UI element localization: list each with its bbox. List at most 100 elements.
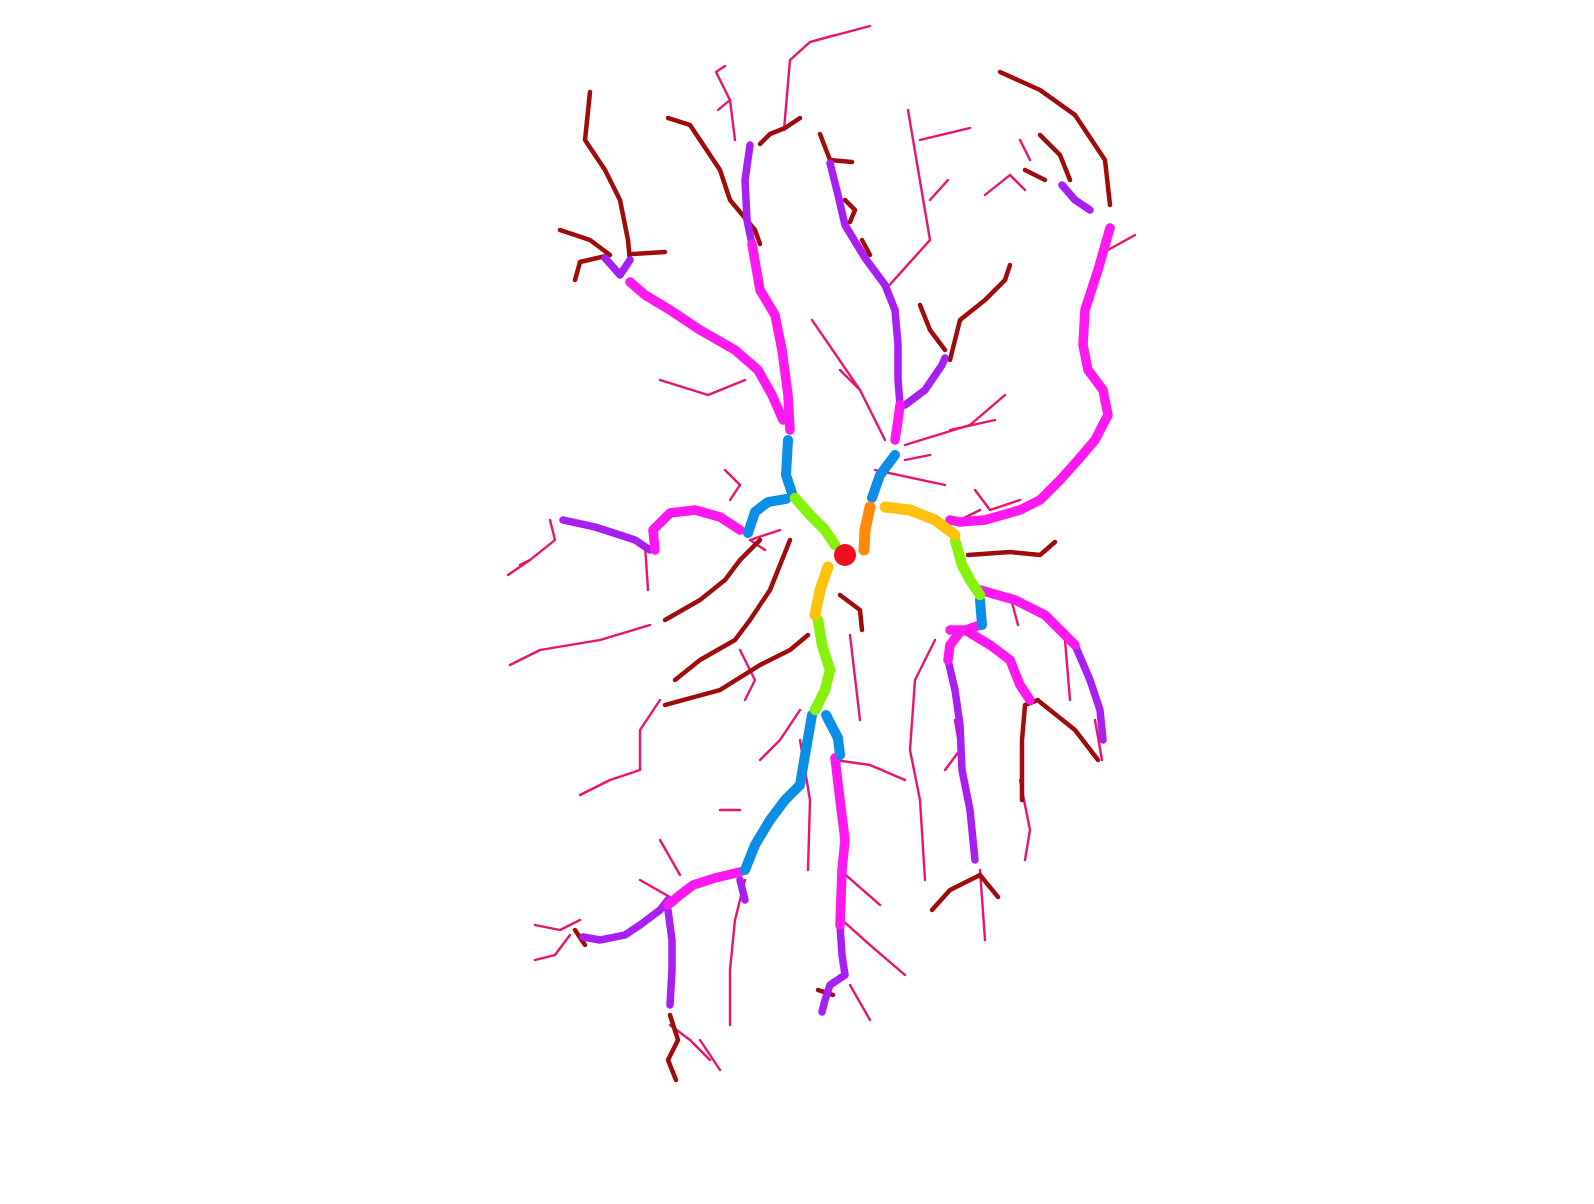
twig [840,918,907,977]
twig [883,108,932,292]
twig [903,453,932,462]
branch [945,223,1115,527]
branch [830,753,850,930]
branch [662,632,811,708]
branch [945,625,1035,705]
twig [506,518,557,577]
branch [997,69,1113,208]
twig [748,528,782,552]
branch [648,505,745,555]
twig [983,173,1027,197]
twig [782,24,872,132]
twig [723,468,742,502]
branch [817,131,855,165]
branch [826,159,899,314]
order-7-branches [809,501,961,621]
branch [809,614,836,716]
twig [658,378,747,397]
branch [662,537,763,623]
branch [1022,167,1048,183]
branch [665,115,763,247]
twig [1106,233,1137,252]
branch [736,876,749,904]
branch [947,262,1013,363]
branch [879,501,961,541]
branch [1037,132,1073,183]
order-6-branches [789,492,986,716]
twig [518,558,532,567]
branch [664,906,676,1009]
branch [601,254,634,279]
branch [917,302,948,353]
twig [918,126,972,142]
order-4-branches [625,223,1115,930]
twig [716,98,732,112]
twig [848,633,862,722]
twig [643,543,650,592]
twig [738,648,757,702]
twig [533,933,572,962]
branch [557,227,613,283]
branch [740,710,817,875]
branch [781,435,797,498]
branch [672,537,793,683]
branch [625,277,788,425]
branch [582,89,633,265]
branch [858,501,876,556]
branch [559,516,654,554]
order-1-branches [506,24,1137,1072]
branch [901,354,949,409]
twig [978,868,987,942]
branch [741,141,756,248]
branch [890,400,905,445]
twig [1018,138,1032,162]
twig [758,708,802,762]
order-2-branches [557,69,1113,1083]
twig [1093,718,1104,762]
twig [928,178,950,202]
root-node [834,544,856,566]
branch [579,896,672,944]
twig [808,33,837,44]
branch [743,494,791,538]
branch [943,620,985,665]
branch [665,1012,681,1083]
branch [842,197,858,225]
branch [1037,699,1101,763]
order-8-branches [858,501,876,556]
branch [891,306,904,409]
twig [728,878,747,1027]
twig [714,64,737,142]
branch [929,872,1001,913]
twig [948,418,997,432]
branch [965,539,1058,558]
branch [663,867,745,910]
twig [1063,638,1072,702]
branch [629,249,668,257]
twig [848,983,872,1022]
branch [837,592,865,633]
branch [1019,697,1041,803]
twig [508,623,652,667]
branch [975,585,1080,650]
branch [975,595,987,630]
twig [908,638,937,882]
branch [1071,641,1107,744]
twig [578,698,662,797]
branch [944,656,979,864]
branch [949,534,986,601]
twig [973,488,1022,512]
branch [809,561,834,621]
order-3-branches [559,141,1107,1016]
branch [1058,181,1094,214]
twig [658,838,682,877]
order-5-branches [740,435,987,875]
branch [859,237,873,258]
twig [838,868,882,907]
branch [789,492,841,551]
branch [757,115,803,147]
branch [818,921,849,1016]
twig [838,368,862,392]
